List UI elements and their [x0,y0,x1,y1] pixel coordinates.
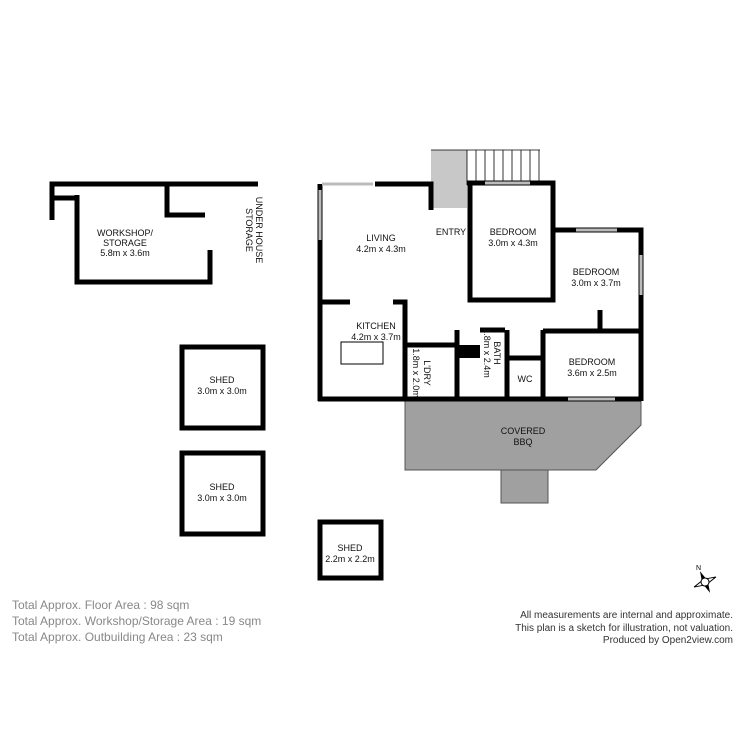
disclaimer-line: All measurements are internal and approx… [520,610,733,621]
disclaimer-line: This plan is a sketch for illustration, … [515,622,733,634]
bbq-step [500,469,549,504]
kitchen-size: 4.2m x 3.7m [351,332,401,342]
living-size: 4.2m x 4.3m [356,244,406,254]
compass-rose-icon [693,571,717,593]
compass-north-label: N [696,565,701,572]
wc-label: WC [518,374,533,384]
living-label: LIVING [366,233,396,243]
bedroom-3-size: 3.6m x 2.5m [567,368,617,378]
workshop-label: WORKSHOP/ [97,228,154,238]
shed-2-label: SHED [209,482,235,492]
entry-label: ENTRY [436,227,466,237]
shed-3-size: 2.2m x 2.2m [325,554,375,564]
total-outbuilding-area: Total Approx. Outbuilding Area : 23 sqm [12,630,223,644]
stairs [431,149,540,185]
area-totals: Total Approx. Floor Area : 98 sqm Total … [12,597,261,645]
under-house-label: UNDER HOUSE [254,197,264,264]
entry-landing [431,150,467,208]
under-house-label-2: STORAGE [244,208,254,252]
disclaimer: All measurements are internal and approx… [515,610,733,648]
total-floor-area: Total Approx. Floor Area : 98 sqm [12,598,190,612]
windows [318,181,643,401]
laundry-size: 1.8m x 2.0m [411,348,421,398]
laundry-label: L'DRY [422,360,432,386]
bath-label: BATH [492,341,502,364]
shed-3-walls [317,519,384,581]
kitchen-island [340,341,384,365]
workshop-walls [49,181,258,285]
bedroom-1-size: 3.0m x 4.3m [488,238,538,248]
shed-2-size: 3.0m x 3.0m [197,493,247,503]
bath-size: 1.8m x 2.4m [482,328,492,378]
producer-credit: Produced by Open2view.com [602,635,733,646]
shed-2-walls [179,450,266,537]
shed-3-label: SHED [337,543,363,553]
shed-1-size: 3.0m x 3.0m [197,386,247,396]
bedroom-1-label: BEDROOM [490,227,537,237]
bbq-label-2: BBQ [513,437,532,447]
total-workshop-area: Total Approx. Workshop/Storage Area : 19… [12,614,262,628]
bbq-label: COVERED [501,426,546,436]
kitchen-label: KITCHEN [356,321,396,331]
shed-1-walls [179,344,266,431]
bath-duct [455,345,480,358]
workshop-size: 5.8m x 3.6m [100,248,150,258]
bedroom-3-label: BEDROOM [569,357,616,367]
workshop-label-2: STORAGE [103,238,147,248]
bedroom-2-size: 3.0m x 3.7m [571,278,621,288]
bedroom-2-label: BEDROOM [573,267,620,277]
shed-1-label: SHED [209,375,235,385]
